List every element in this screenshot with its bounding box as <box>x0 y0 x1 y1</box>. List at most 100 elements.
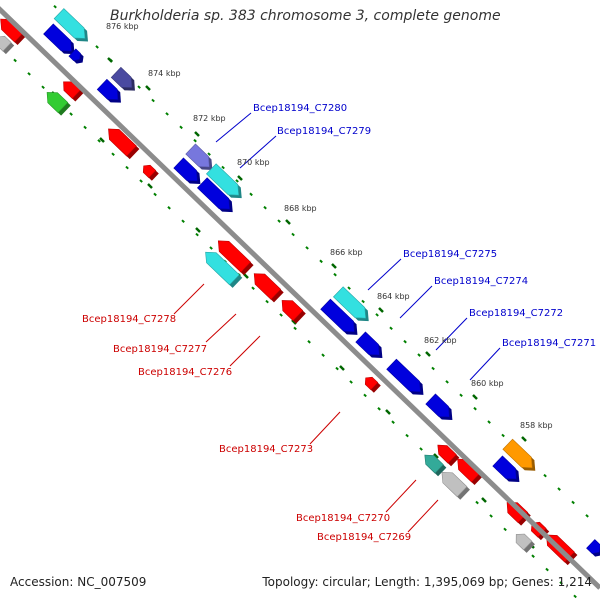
gene-label[interactable]: Bcep18194_C7277 <box>113 344 207 355</box>
gene-feature[interactable] <box>185 143 213 170</box>
gene-feature[interactable] <box>502 438 536 471</box>
gene-feature[interactable] <box>506 502 531 526</box>
tick-mark <box>419 447 423 451</box>
gene-arrow <box>46 92 69 114</box>
position-tick <box>472 394 478 400</box>
gene-label[interactable]: Bcep18194_C7278 <box>82 314 176 325</box>
position-label: 858 kbp <box>520 421 553 430</box>
gene-feature[interactable] <box>320 298 358 335</box>
gene-feature[interactable] <box>108 128 140 160</box>
tick-mark <box>349 380 353 384</box>
tick-mark <box>389 326 393 331</box>
gene-arrow <box>108 128 137 157</box>
gene-feature[interactable] <box>437 444 460 467</box>
tick-mark <box>137 85 141 89</box>
gene-feature[interactable] <box>253 273 284 303</box>
position-tick <box>194 131 200 137</box>
tick-mark <box>557 487 561 491</box>
tick-mark <box>41 85 45 90</box>
gene-feature[interactable] <box>386 358 424 395</box>
gene-feature[interactable] <box>0 35 15 55</box>
gene-arrow <box>364 376 379 391</box>
gene-label[interactable]: Bcep18194_C7276 <box>138 367 232 378</box>
gene-feature[interactable] <box>515 533 535 553</box>
position-tick <box>147 183 153 189</box>
gene-feature[interactable] <box>96 78 121 103</box>
gene-feature[interactable] <box>586 539 600 557</box>
tick-mark <box>571 500 575 505</box>
tick-mark <box>165 112 169 116</box>
tick-mark <box>305 246 309 250</box>
gene-label[interactable]: Bcep18194_C7275 <box>403 249 497 260</box>
gene-label[interactable]: Bcep18194_C7273 <box>219 444 313 455</box>
gene-arrow <box>253 273 282 300</box>
tick-mark <box>291 232 295 237</box>
position-tick <box>107 57 113 63</box>
gene-arrow <box>142 164 157 179</box>
position-label: 870 kbp <box>237 158 270 167</box>
gene-label[interactable]: Bcep18194_C7280 <box>253 103 347 114</box>
tick-mark <box>265 299 269 304</box>
gene-feature[interactable] <box>43 23 75 55</box>
tick-mark <box>111 152 115 157</box>
tick-mark <box>249 192 253 197</box>
gene-arrow <box>110 66 133 88</box>
gene-feature[interactable] <box>355 331 383 358</box>
position-tick <box>521 436 527 442</box>
label-leader-line <box>399 285 433 319</box>
gene-feature[interactable] <box>333 286 369 322</box>
gene-label[interactable]: Bcep18194_C7269 <box>317 532 411 543</box>
gene-arrow <box>441 472 468 498</box>
gene-feature[interactable] <box>53 8 89 42</box>
gene-label[interactable]: Bcep18194_C7272 <box>469 308 563 319</box>
label-leader-line <box>173 283 205 315</box>
tick-mark <box>403 339 407 344</box>
gene-label[interactable]: Bcep18194_C7274 <box>434 276 528 287</box>
label-leader-line <box>435 317 468 351</box>
gene-feature[interactable] <box>205 251 243 288</box>
position-label: 874 kbp <box>148 69 181 78</box>
tick-mark <box>585 514 589 518</box>
position-tick <box>195 227 201 233</box>
gene-arrow <box>96 78 119 100</box>
gene-feature[interactable] <box>424 454 447 477</box>
tick-mark <box>319 259 323 264</box>
gene-feature[interactable] <box>364 376 381 393</box>
gene-feature[interactable] <box>425 393 453 420</box>
gene-arrow <box>492 455 517 480</box>
tick-mark <box>543 473 547 478</box>
gene-feature[interactable] <box>281 300 306 324</box>
tick-mark <box>475 500 479 505</box>
tick-mark <box>335 366 339 371</box>
position-label: 864 kbp <box>377 292 410 301</box>
gene-feature[interactable] <box>492 455 520 482</box>
gene-feature[interactable] <box>110 66 135 91</box>
tick-mark <box>473 406 477 411</box>
tick-mark <box>417 353 421 357</box>
tick-mark <box>13 58 17 63</box>
gene-feature[interactable] <box>142 164 159 181</box>
gene-feature[interactable] <box>217 240 254 276</box>
position-label: 862 kbp <box>424 336 457 345</box>
gene-feature[interactable] <box>197 177 233 213</box>
position-tick <box>291 319 297 325</box>
gene-feature[interactable] <box>206 163 242 199</box>
tick-mark <box>361 299 365 304</box>
gene-arrow <box>515 533 533 551</box>
gene-label[interactable]: Bcep18194_C7271 <box>502 338 596 349</box>
gene-arrow <box>68 48 81 61</box>
tick-mark <box>83 125 87 130</box>
tick-mark <box>391 420 395 424</box>
position-tick <box>331 263 337 269</box>
gene-feature[interactable] <box>46 92 71 116</box>
tick-mark <box>293 326 297 331</box>
position-tick <box>378 307 384 313</box>
gene-label[interactable]: Bcep18194_C7270 <box>296 513 390 524</box>
gene-feature[interactable] <box>173 157 201 184</box>
gene-feature[interactable] <box>441 472 470 500</box>
gene-arrow <box>437 444 457 464</box>
gene-label[interactable]: Bcep18194_C7279 <box>277 126 371 137</box>
gene-feature[interactable] <box>68 48 84 64</box>
tick-mark <box>459 393 463 398</box>
